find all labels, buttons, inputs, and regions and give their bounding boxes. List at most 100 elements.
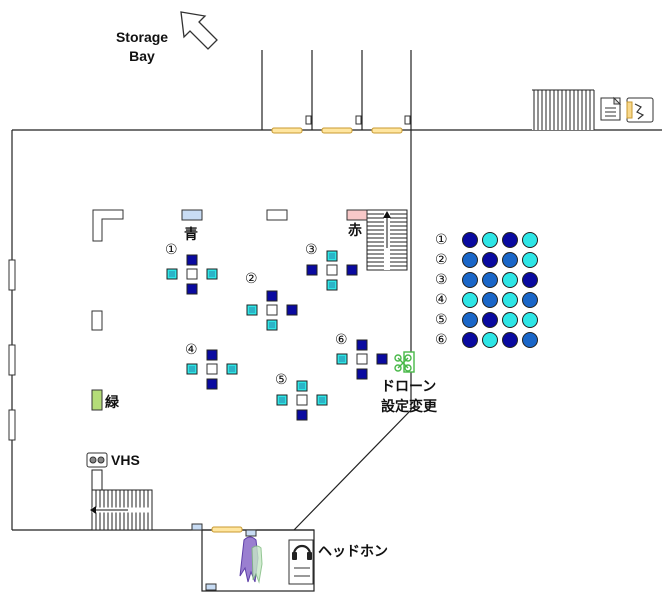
small-cabinet [91,310,103,331]
l-shaped-counter [92,209,124,242]
sensor-cluster-6-left [336,353,348,365]
sensor-cluster-1-bottom [186,283,198,295]
cluster-marker-6: ⑥ [335,332,348,348]
stair-area [532,90,594,130]
sensor-cluster-4-left [186,363,198,375]
staircase-bottom-left [90,469,153,531]
sensor-cluster-3-bottom [326,279,338,291]
legend-dot-2-4 [522,252,538,268]
corridor-notches [305,115,411,125]
drone-icon [394,351,415,373]
legend-dot-4-1 [462,292,478,308]
legend-dot-2-1 [462,252,478,268]
storage-bay-label: Storage Bay [115,29,169,64]
legend-dot-3-4 [522,272,538,288]
cluster-marker-2: ② [245,271,258,287]
sensor-cluster-6-center [356,353,368,365]
sensor-cluster-6-top-outer [356,339,368,351]
pattern-legend [462,232,538,348]
staircase-top-right [532,89,595,130]
legend-dot-1-4 [522,232,538,248]
door [371,127,403,134]
sensor-cluster-4-top-outer [206,349,218,361]
blue-label: 青 [184,226,198,242]
sensor-cluster-6-top [356,339,368,351]
cassette-icon [86,452,108,468]
legend-dot-1-2 [482,232,498,248]
headphones-label: ヘッドホン [318,543,388,559]
sensor-cluster-4-bottom-outer [206,378,218,390]
up-left-arrow-icon [180,11,218,50]
legend-dot-5-2 [482,312,498,328]
green-label: 緑 [105,394,119,410]
cluster-marker-4: ④ [185,342,198,358]
legend-dot-3-2 [482,272,498,288]
legend-marker-6: ⑥ [435,332,448,348]
legend-dot-2-2 [482,252,498,268]
sensor-cluster-3-right-outer [346,264,358,276]
legend-marker-1: ① [435,232,448,248]
red-label: 赤 [348,222,362,238]
legend-dot-5-4 [522,312,538,328]
sensor-cluster-4-left-inner [189,366,195,372]
sensor-cluster-5-right-inner [319,397,325,403]
sensor-cluster-5-bottom-outer [296,409,308,421]
sensor-cluster-4-center [206,363,218,375]
sensor-cluster-2-right-outer [286,304,298,316]
headphones-icon [288,539,314,585]
door [271,127,303,134]
sensor-cluster-2-top-outer [266,290,278,302]
legend-dot-6-2 [482,332,498,348]
white-pad [266,209,288,221]
cluster-marker-3: ③ [305,242,318,258]
sensor-cluster-4-right-inner [229,366,235,372]
sensor-cluster-1-right-inner [209,271,215,277]
legend-dot-4-3 [502,292,518,308]
sensor-cluster-6-right [376,353,388,365]
sensor-cluster-6-right-outer [376,353,388,365]
sensor-cluster-3-left-outer [306,264,318,276]
door [211,526,243,533]
sensor-cluster-3-bottom-inner [329,282,335,288]
legend-marker-2: ② [435,252,448,268]
sensor-cluster-1-right [206,268,218,280]
legend-dot-6-1 [462,332,478,348]
legend-dot-3-1 [462,272,478,288]
ghost-figure-icon [239,536,263,584]
sensor-cluster-2-top [266,290,278,302]
sensor-cluster-5-top [296,380,308,392]
sensor-cluster-2-right [286,304,298,316]
legend-dot-1-1 [462,232,478,248]
cluster-marker-5: ⑤ [275,372,288,388]
sensor-cluster-3-top-inner [329,253,335,259]
legend-dot-4-4 [522,292,538,308]
drone-settings-label: ドローン 設定変更 [381,378,437,414]
sensor-cluster-6-bottom [356,368,368,380]
sensor-cluster-5-right [316,394,328,406]
doors [211,127,403,533]
green-pad [91,389,103,411]
vhs-label: VHS [111,452,140,468]
sensor-cluster-1-top [186,254,198,266]
sensor-cluster-5-left [276,394,288,406]
stair-arrow-head [90,506,96,514]
door [321,127,353,134]
legend-dot-4-2 [482,292,498,308]
sensor-cluster-3-right [346,264,358,276]
sensor-cluster-2-left-inner [249,307,255,313]
sensor-cluster-5-left-inner [279,397,285,403]
sensor-cluster-3-left [306,264,318,276]
legend-marker-4: ④ [435,292,448,308]
legend-dot-1-3 [502,232,518,248]
sensor-cluster-1-top-outer [186,254,198,266]
sensor-cluster-1-left-inner [169,271,175,277]
sensor-cluster-4-right [226,363,238,375]
sensor-cluster-6-left-inner [339,356,345,362]
red-pad [346,209,368,221]
legend-dot-2-3 [502,252,518,268]
bottom-room-pads [191,523,257,591]
legend-dot-6-4 [522,332,538,348]
legend-dot-3-3 [502,272,518,288]
